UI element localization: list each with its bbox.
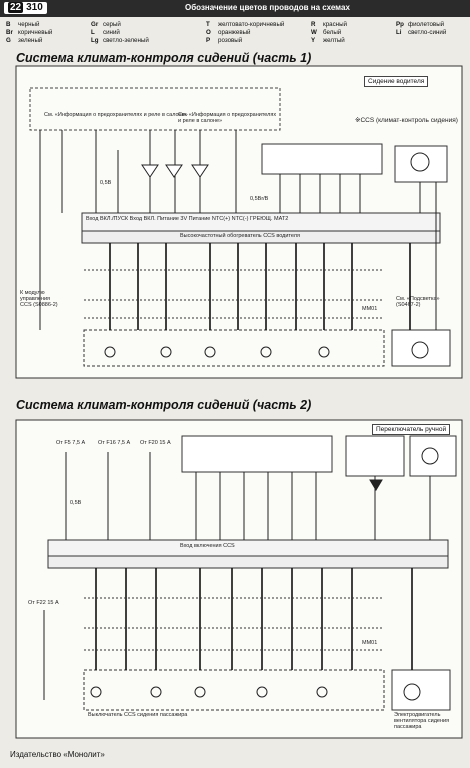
fuse-label-f16: От F16 7,5 А: [98, 440, 131, 446]
wire-label: 0,5B: [70, 500, 82, 506]
left-fuse-info: См. «Информация о предохранителях и реле…: [44, 112, 188, 118]
fuse-label-f5: От F5 7,5 А: [56, 440, 86, 446]
fuse-label-f20: От F20 15 А: [140, 440, 171, 446]
passenger-switch-label: Выключатель CCS сидения пассажира: [88, 712, 188, 718]
section1-title: Система климат-контроля сидений (часть 1…: [16, 51, 312, 65]
right-fuse-info: См. «Информация о предохранителях и реле…: [178, 112, 277, 124]
motor-label: Электродвигатель вентилятора сидения пас…: [394, 712, 450, 730]
fuse-label-f22: От F22 15 А: [28, 600, 59, 606]
header-title: Обозначение цветов проводов на схемах: [185, 3, 350, 12]
passenger-switch-tag: Переключатель ручной: [372, 424, 451, 435]
mmo-label-2: MM01: [362, 640, 378, 646]
left-module-label: К модулю управления CCS (S0886-2): [20, 290, 58, 308]
ccs-note: ※CCS (климат-контроль сидения): [355, 117, 458, 124]
wire-label: 0,5Br/B: [250, 196, 269, 202]
publisher-footer: Издательство «Монолит»: [10, 750, 105, 759]
inputs-row: Вход ВКЛ./ПУСК Вход ВКЛ. Питание 3V Пита…: [86, 216, 289, 222]
page-number: 310: [26, 2, 43, 13]
mmo-label-1: MM01: [362, 306, 378, 312]
page-marker: 22: [8, 2, 24, 13]
right-part-label: См. «Подсветка» (S0467-2): [396, 296, 440, 308]
wire-label: 0,5B: [100, 180, 112, 186]
ccs-unit-label-2: Вход включения CCS: [180, 543, 235, 549]
driver-seat-tag: Сидение водителя: [364, 76, 429, 87]
ccs-unit-label: Высокочастотный обогреватель CCS водител…: [180, 233, 300, 239]
section2-title: Система климат-контроля сидений (часть 2…: [16, 398, 312, 412]
